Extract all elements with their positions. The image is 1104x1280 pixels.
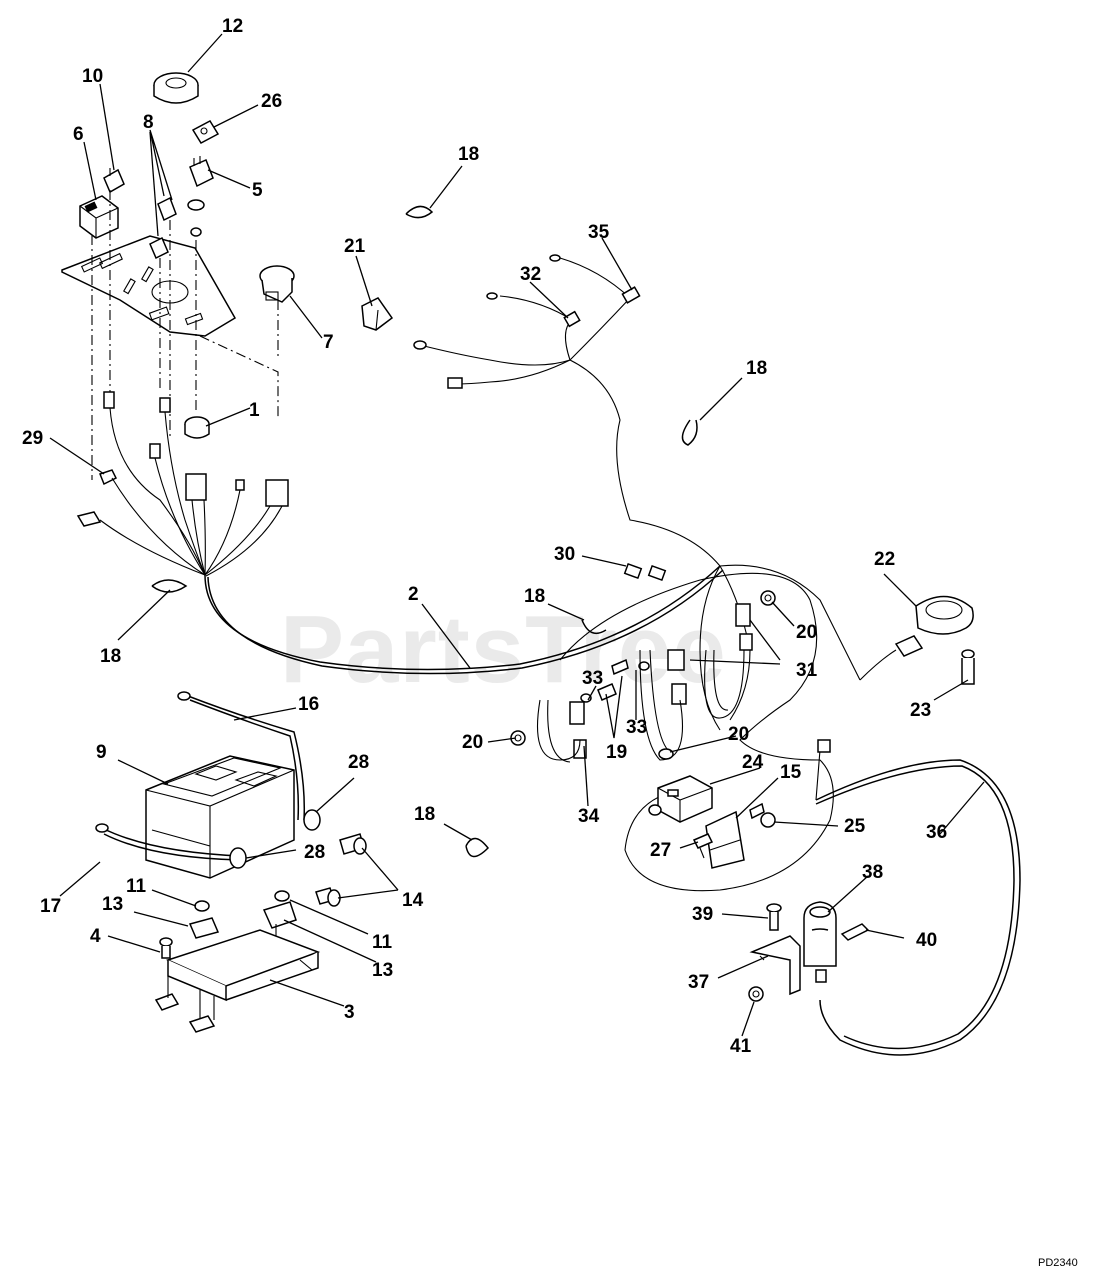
callout-24: 24 [742,752,764,773]
callout-30: 30 [554,544,575,565]
ground-cable [815,739,1021,1056]
battery [145,755,295,879]
battery-cables [95,691,321,869]
interlock-switches [569,603,753,759]
callout-19: 19 [606,742,627,763]
leader-lines [49,33,985,1037]
callout-12: 12 [222,16,243,37]
callout-20-left: 20 [462,732,483,753]
callout-13-left: 13 [102,894,123,915]
harness-connectors [76,391,289,527]
callout-15: 15 [780,762,802,783]
seat-switch [859,595,974,681]
battery-nuts [194,890,290,912]
callout-22: 22 [874,549,895,570]
callout-17: 17 [40,896,61,917]
console-wire-bundle [99,407,283,577]
headlight-switch [103,168,125,194]
callout-27: 27 [650,840,671,861]
callout-26: 26 [261,91,282,112]
callout-34: 34 [578,806,600,827]
bolt [961,649,975,685]
callout-35: 35 [588,222,610,243]
callout-5: 5 [252,180,263,201]
callout-25: 25 [844,816,866,837]
callout-4: 4 [90,926,101,947]
callout-7: 7 [323,332,334,353]
callout-41: 41 [730,1036,752,1057]
callout-2: 2 [408,584,419,605]
callout-6: 6 [73,124,84,145]
callout-11-right: 11 [372,932,393,953]
callout-10: 10 [82,66,103,87]
callout-11-left: 11 [126,876,147,897]
callout-18-bottom: 18 [414,804,435,825]
ignition-switch [187,156,214,237]
callout-33-lower: 33 [626,717,647,738]
rocker-switch [149,196,177,260]
callout-18-right: 18 [746,358,767,379]
detail-boundary [559,572,834,892]
callout-28-upper: 28 [348,752,369,773]
interlock-wires [537,649,745,763]
starter-relay [648,775,776,869]
callout-38: 38 [862,862,883,883]
callout-labels: 12 10 26 8 6 5 18 35 21 32 7 18 1 29 30 … [22,16,947,1057]
watermark: PartsTree [280,596,727,703]
callout-28-lower: 28 [304,842,325,863]
callout-20-top: 20 [796,622,817,643]
relay-connector [361,297,394,331]
callout-18-mid: 18 [524,586,545,607]
hour-meter [259,265,295,303]
callout-36: 36 [926,822,947,843]
callout-3: 3 [344,1002,355,1023]
callout-21: 21 [344,236,366,257]
callout-23: 23 [910,700,931,721]
callout-18-left: 18 [100,646,121,667]
main-wire-harness [204,359,861,731]
callout-39: 39 [692,904,713,925]
battery-tray [154,929,321,1033]
callout-9: 9 [96,742,107,763]
ignition-key-bezel [153,72,199,104]
harness-plug [623,562,667,582]
console-panel [61,235,237,337]
nuts [510,590,776,760]
callout-13-right: 13 [372,960,393,981]
callout-20-mid: 20 [728,724,749,745]
callout-8: 8 [143,112,154,133]
callout-31: 31 [796,660,818,681]
callout-29: 29 [22,428,43,449]
starter-solenoid [748,901,870,1002]
callout-16: 16 [298,694,319,715]
callout-32: 32 [520,264,541,285]
callout-37: 37 [688,972,709,993]
callout-33-upper: 33 [582,668,603,689]
pto-switch [79,195,119,239]
callout-40: 40 [916,930,937,951]
callout-18-top: 18 [458,144,479,165]
switch-clip [191,120,220,144]
callout-14: 14 [402,890,424,911]
battery-bolts [315,833,367,907]
drawing-code: PD2340 [1038,1257,1078,1269]
callout-1: 1 [249,400,260,421]
tray-bolt [159,937,173,959]
upper-harness-branch [413,254,641,389]
grommet [184,416,210,439]
